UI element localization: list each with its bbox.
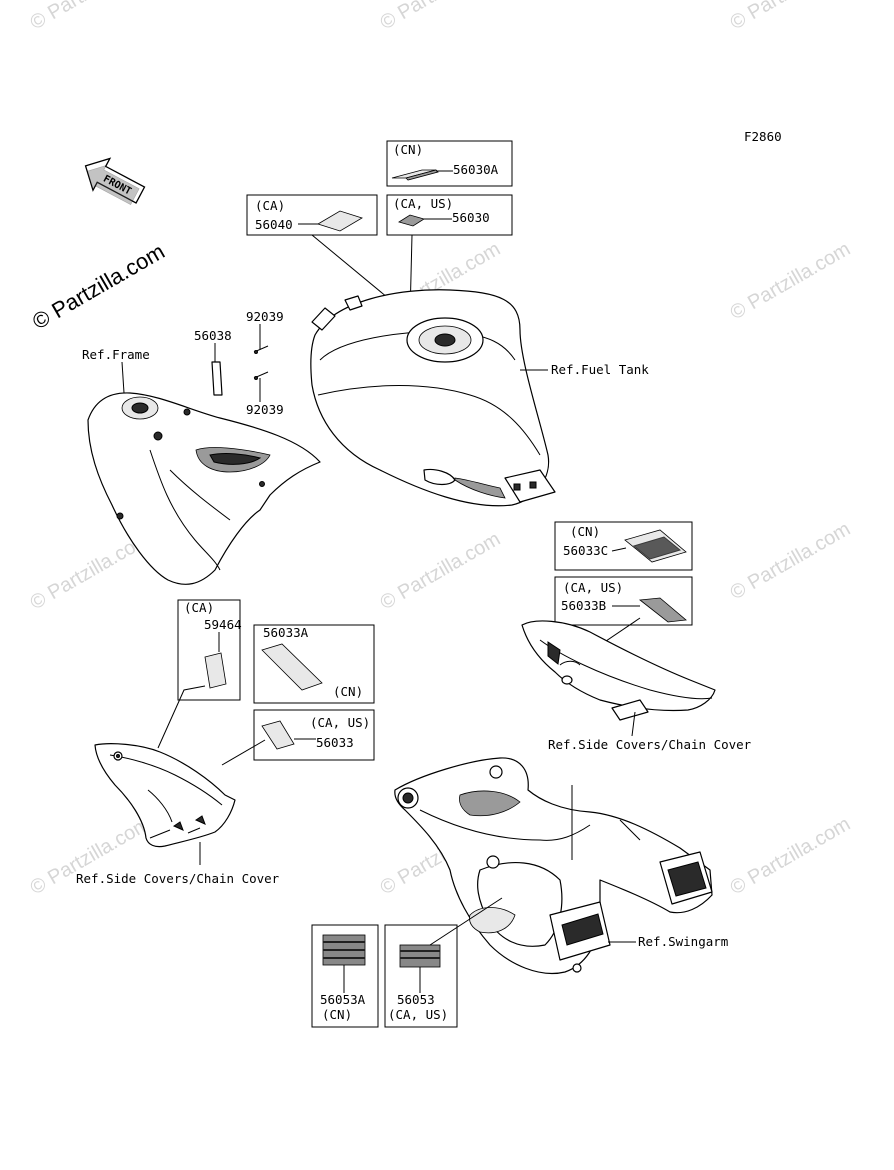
chain-cover [521, 620, 716, 721]
swingarm [394, 757, 713, 975]
watermark: © Partzilla.com [727, 518, 855, 604]
watermark: © Partzilla.com [27, 813, 155, 899]
watermark: © Partzilla.com [727, 0, 855, 34]
region-code: (CN) [333, 684, 363, 699]
label-56040[interactable]: (CA) 56040 [246, 194, 378, 236]
front-arrow: FRONT [84, 157, 146, 206]
label-56053[interactable]: 56053 (CA, US) [384, 924, 458, 1028]
part-number: 56053 [397, 992, 435, 1007]
region-code: (CN) [570, 524, 600, 539]
part-number-92039-bottom[interactable]: 92039 [246, 402, 284, 417]
label-59464[interactable]: (CA) 59464 [177, 599, 242, 701]
part-number-56038[interactable]: 56038 [194, 328, 232, 343]
watermark: © Partzilla.com [377, 0, 505, 34]
ref-fuel-tank: Ref.Fuel Tank [551, 362, 649, 377]
label-56033C[interactable]: (CN) 56033C [554, 521, 693, 571]
region-code: (CA, US) [310, 715, 370, 730]
frame [87, 392, 321, 585]
part-number: 56030A [453, 162, 499, 177]
decal-icon [638, 597, 687, 623]
part-number: 56030 [452, 210, 490, 225]
part-number: 56033C [563, 543, 608, 558]
watermark: © Partzilla.com [727, 813, 855, 899]
watermark: © Partzilla.com [27, 0, 155, 34]
part-number: 56040 [255, 217, 293, 232]
fuel-tank [310, 289, 556, 507]
ref-side-covers-upper: Ref.Side Covers/Chain Cover [548, 737, 752, 752]
partzilla-watermark: © Partzilla.com [28, 239, 169, 335]
part-number: 56033 [316, 735, 354, 750]
label-56033[interactable]: (CA, US) 56033 [253, 709, 375, 761]
decal-icon [405, 169, 439, 181]
region-code: (CA) [255, 198, 285, 213]
label-56033B[interactable]: (CA, US) 56033B [554, 576, 693, 626]
part-number-92039-top[interactable]: 92039 [246, 309, 284, 324]
ref-side-covers-lower: Ref.Side Covers/Chain Cover [76, 871, 280, 886]
part-number: 56053A [320, 992, 366, 1007]
part-number: 59464 [204, 617, 242, 632]
decal-icon [204, 652, 227, 689]
label-56030[interactable]: (CA, US) 56030 [386, 194, 513, 236]
region-code: (CA, US) [393, 196, 453, 211]
region-code: (CN) [393, 142, 423, 157]
decal-icon [398, 214, 425, 227]
region-code: (CA, US) [563, 580, 623, 595]
label-56033A[interactable]: 56033A (CN) [253, 624, 375, 704]
label-56030A[interactable]: (CN) 56030A [386, 140, 513, 187]
decal-icon [399, 944, 441, 968]
part-number: 56033A [263, 625, 309, 640]
ref-frame: Ref.Frame [82, 347, 150, 362]
region-code: (CA, US) [388, 1007, 448, 1022]
decal-icon [261, 720, 295, 750]
decal-icon [261, 643, 323, 691]
watermark: © Partzilla.com [727, 238, 855, 324]
ref-swingarm: Ref.Swingarm [638, 934, 728, 949]
region-code: (CA) [184, 600, 214, 615]
watermark: © Partzilla.com [377, 528, 505, 614]
label-56053A[interactable]: 56053A (CN) [311, 924, 379, 1028]
decal-icon [317, 210, 363, 232]
decal-icon [322, 934, 366, 966]
side-cover [94, 743, 236, 848]
part-number: 56033B [561, 598, 606, 613]
strap-56038 [211, 345, 269, 396]
region-code: (CN) [322, 1007, 352, 1022]
figure-id: F2860 [744, 129, 782, 144]
